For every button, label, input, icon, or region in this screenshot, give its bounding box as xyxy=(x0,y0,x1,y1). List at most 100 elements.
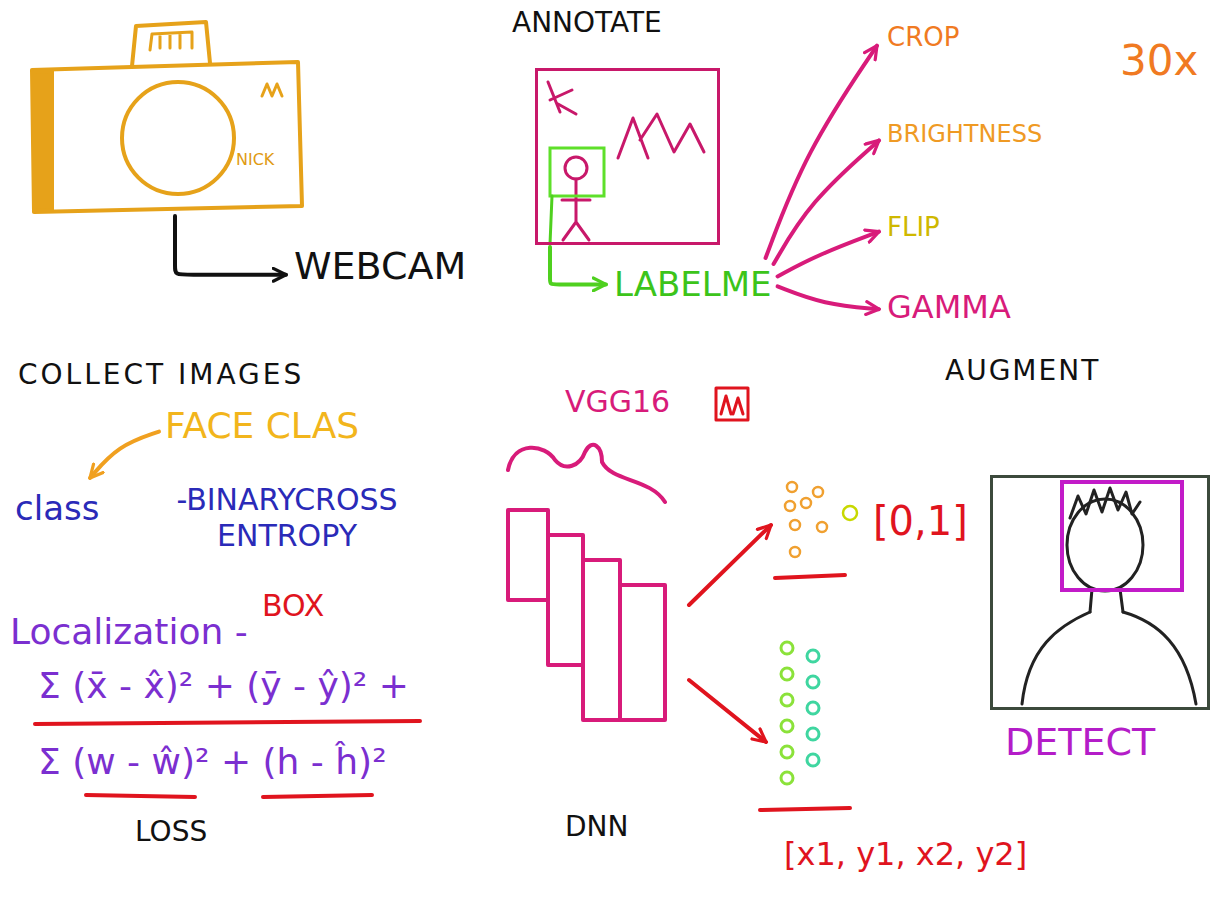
output-neuron xyxy=(781,746,793,758)
output-neuron xyxy=(781,694,793,706)
node-text: NICK xyxy=(236,150,274,169)
node-text: VGG16 xyxy=(565,384,670,420)
output-neuron xyxy=(787,482,797,492)
red-underline xyxy=(86,795,195,797)
loss-underlines xyxy=(35,721,420,797)
camera-viewfinder xyxy=(150,32,192,50)
output-neuron xyxy=(781,720,793,732)
node-text: class xyxy=(15,488,99,529)
task-label: FACE CLAS xyxy=(163,402,361,449)
step-title: LOSS xyxy=(135,815,207,849)
camera-logo xyxy=(262,84,282,96)
logo-mark xyxy=(721,396,743,414)
node-text: LABELME xyxy=(614,264,772,305)
arrow-connector xyxy=(778,286,879,309)
mountain-sketch xyxy=(618,114,704,158)
node-text: [x1, y1, x2, y2] xyxy=(784,835,1027,873)
tool-label: LABELME xyxy=(612,262,774,307)
output-neuron xyxy=(781,668,793,680)
annotation-leader xyxy=(550,196,552,244)
augment-option: BRIGHTNESS xyxy=(885,118,1044,151)
arrow-connector xyxy=(778,232,879,277)
output-neuron xyxy=(843,506,857,520)
augment-option: CROP xyxy=(885,20,961,55)
arrow-connector xyxy=(766,46,877,258)
camera-lens xyxy=(122,82,234,194)
node-text: [0,1] xyxy=(873,497,968,545)
output-neuron xyxy=(807,754,819,766)
logo-box xyxy=(716,388,748,420)
network-brace xyxy=(508,445,665,502)
node-text: FLIP xyxy=(887,212,940,243)
person-hair xyxy=(1070,488,1140,518)
formula-line: Σ (x̄ - x̂)² + (ȳ - ŷ)² + xyxy=(38,664,409,707)
output-neuron xyxy=(785,501,795,511)
arrow-connector xyxy=(774,140,879,264)
loss-term: Localization - xyxy=(10,610,248,653)
source-label: WEBCAM xyxy=(292,242,468,292)
node-text: ANNOTATE xyxy=(512,6,662,40)
class-output: [0,1] xyxy=(775,475,980,585)
camera-illustration: NICK xyxy=(25,15,305,210)
person-shoulders xyxy=(1022,612,1196,704)
person-drawing xyxy=(1022,488,1196,704)
detection-box xyxy=(1062,482,1182,590)
output-neuron xyxy=(807,728,819,740)
camera-drawing xyxy=(32,22,302,212)
stick-figure-body xyxy=(562,179,590,240)
output-neuron xyxy=(813,487,823,497)
node-text: GAMMA xyxy=(887,288,1011,326)
detect-frame: DETECT xyxy=(990,475,1210,710)
node-text: BRIGHTNESS xyxy=(887,120,1042,149)
output-neuron xyxy=(790,547,800,557)
network-block: VGG16DNN xyxy=(505,380,685,850)
node-text: DNN xyxy=(565,810,628,844)
stick-figure-head xyxy=(565,157,587,179)
output-neuron xyxy=(807,702,819,714)
augment-option: FLIP xyxy=(885,210,942,245)
camera-top xyxy=(132,22,210,66)
loss-term: class -BINARYCROSS ENTROPY xyxy=(15,482,455,570)
output-neuron xyxy=(790,520,800,530)
output-neuron xyxy=(817,522,827,532)
network-layer xyxy=(508,510,548,600)
annotation-box xyxy=(550,148,604,196)
step-title: COLLECT IMAGES xyxy=(18,358,304,392)
camera-grip xyxy=(34,71,52,211)
node-text: FACE CLAS xyxy=(165,404,359,447)
person-neck xyxy=(1090,589,1123,612)
output-neuron xyxy=(807,676,819,688)
annotate-frame: ANNOTATE xyxy=(535,68,720,245)
output-neuron xyxy=(781,772,793,784)
output-neuron xyxy=(781,642,793,654)
fraction-line xyxy=(35,721,420,724)
loss-term: BOX xyxy=(262,588,324,624)
box-output: [x1, y1, x2, y2] xyxy=(770,630,1080,892)
network-layer xyxy=(583,560,620,720)
arrow-connector xyxy=(550,247,606,284)
node-text: -BINARYCROSS ENTROPY xyxy=(127,482,447,554)
node-text: WEBCAM xyxy=(294,244,466,290)
output-neuron xyxy=(801,498,811,508)
red-underline xyxy=(263,795,372,797)
multiplier-note: 30x xyxy=(1120,36,1198,86)
network-layer xyxy=(548,535,583,665)
model-logo xyxy=(716,388,748,420)
node-text: CROP xyxy=(887,22,959,53)
tree-sketch xyxy=(548,82,576,114)
arrow-connector xyxy=(90,432,159,478)
class-output-dots xyxy=(785,482,857,557)
red-underline xyxy=(775,575,845,578)
formula-line: Σ (w - ŵ)² + (h - ĥ)² xyxy=(38,740,387,783)
box-output-dots xyxy=(781,642,819,784)
arrow-connector xyxy=(689,525,771,605)
annotate-picture xyxy=(548,82,704,240)
arrow-connector xyxy=(689,680,766,742)
augment-option: GAMMA xyxy=(885,286,1013,328)
network-stack xyxy=(508,445,665,720)
red-underline xyxy=(760,808,850,810)
node-text: DETECT xyxy=(1005,720,1155,766)
step-title: AUGMENT xyxy=(945,354,1100,388)
output-neuron xyxy=(807,650,819,662)
